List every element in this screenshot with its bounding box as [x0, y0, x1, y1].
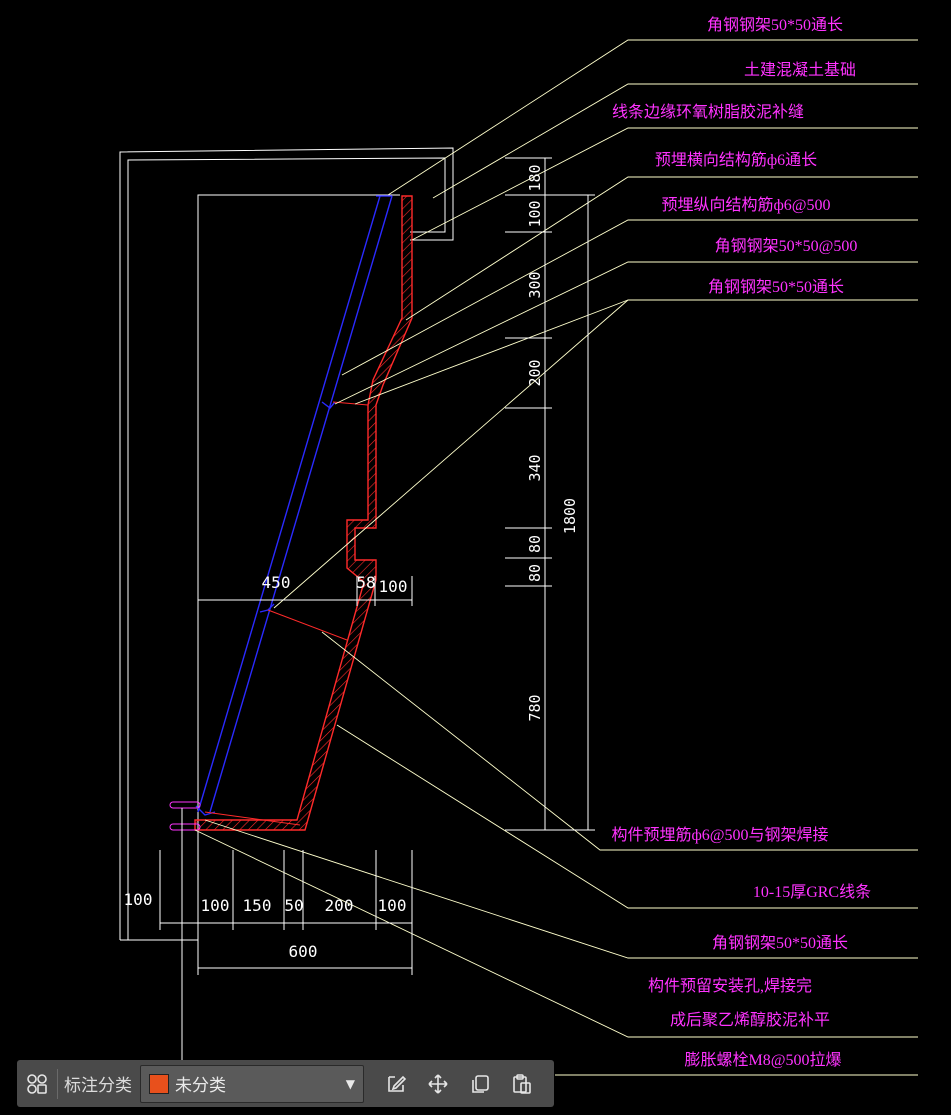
dim-100-a: 100: [201, 896, 230, 915]
label-angle-steel-continuous-3[interactable]: 角钢钢架50*50通长: [712, 934, 848, 952]
dim-300: 300: [526, 271, 544, 298]
label-angle-steel-continuous-2[interactable]: 角钢钢架50*50通长: [708, 278, 844, 296]
bottom-horizontal-dimensions: [159, 808, 413, 1060]
dim-600: 600: [289, 942, 318, 961]
expansion-bolts: [169, 801, 201, 831]
dim-1800: 1800: [561, 498, 579, 534]
copy-icon[interactable]: [466, 1070, 494, 1098]
grid-menu-icon[interactable]: [23, 1070, 51, 1098]
top-horizontal-dimensions: [197, 576, 413, 606]
label-longitudinal-rebar[interactable]: 预埋纵向结构筋ф6@500: [661, 196, 830, 214]
annotation-toolbar: 标注分类 未分类 ▼: [17, 1060, 554, 1107]
dim-100-v: 100: [526, 200, 544, 227]
dim-780: 780: [526, 694, 544, 721]
grc-section: [194, 195, 413, 831]
dim-450: 450: [262, 573, 291, 592]
label-angle-steel-500[interactable]: 角钢钢架50*50@500: [715, 237, 858, 255]
vertical-dimension-texts: 180 100 300 200 340 80 80 780 1800: [526, 164, 579, 721]
edit-icon[interactable]: [382, 1070, 410, 1098]
label-embedded-rebar-weld[interactable]: 构件预埋筋ф6@500与钢架焊接: [611, 826, 828, 844]
dim-180: 180: [526, 164, 544, 191]
label-concrete-foundation[interactable]: 土建混凝土基础: [744, 61, 856, 79]
leader-lines: [194, 39, 918, 1076]
label-grc-thickness[interactable]: 10-15厚GRC线条: [753, 883, 871, 901]
vertical-dimensions: [505, 157, 595, 831]
dim-80-b: 80: [526, 564, 544, 582]
annotation-labels: 角钢钢架50*50通长 土建混凝土基础 线条边缘环氧树脂胶泥补缝 预埋横向结构筋…: [611, 16, 871, 1069]
label-install-hole-1[interactable]: 构件预留安装孔,焊接完: [648, 977, 812, 995]
steel-frame: [195, 195, 393, 816]
dim-58: 58: [356, 573, 375, 592]
label-transverse-rebar[interactable]: 预埋横向结构筋ф6通长: [655, 151, 817, 169]
dim-200-h: 200: [325, 896, 354, 915]
bottom-horizontal-dimension-texts: 100 100 150 50 200 100 600: [124, 890, 407, 961]
category-color-swatch: [149, 1073, 169, 1094]
label-expansion-bolt[interactable]: 膨胀螺栓M8@500拉爆: [685, 1050, 842, 1069]
move-icon[interactable]: [424, 1070, 452, 1098]
top-horizontal-dimension-texts: 450 58 100: [262, 573, 408, 596]
dim-50: 50: [284, 896, 303, 915]
dim-340: 340: [526, 454, 544, 481]
chevron-down-icon: ▼: [345, 1076, 355, 1091]
category-select[interactable]: 未分类 ▼: [140, 1064, 364, 1103]
dim-150: 150: [243, 896, 272, 915]
paste-icon[interactable]: [508, 1070, 536, 1098]
category-label: 标注分类: [64, 1076, 132, 1095]
label-install-hole-2[interactable]: 成后聚乙烯醇胶泥补平: [670, 1011, 830, 1029]
dim-80-a: 80: [526, 535, 544, 553]
label-epoxy-joint[interactable]: 线条边缘环氧树脂胶泥补缝: [612, 103, 804, 121]
category-select-value: 未分类: [175, 1076, 226, 1095]
toolbar-divider: [57, 1068, 58, 1099]
anchor-bars: [204, 401, 369, 826]
dim-100-left: 100: [124, 890, 153, 909]
dim-100-b: 100: [378, 896, 407, 915]
dim-100-top: 100: [379, 577, 408, 596]
dim-200-v: 200: [526, 359, 544, 386]
label-angle-steel-continuous-1[interactable]: 角钢钢架50*50通长: [707, 16, 843, 34]
